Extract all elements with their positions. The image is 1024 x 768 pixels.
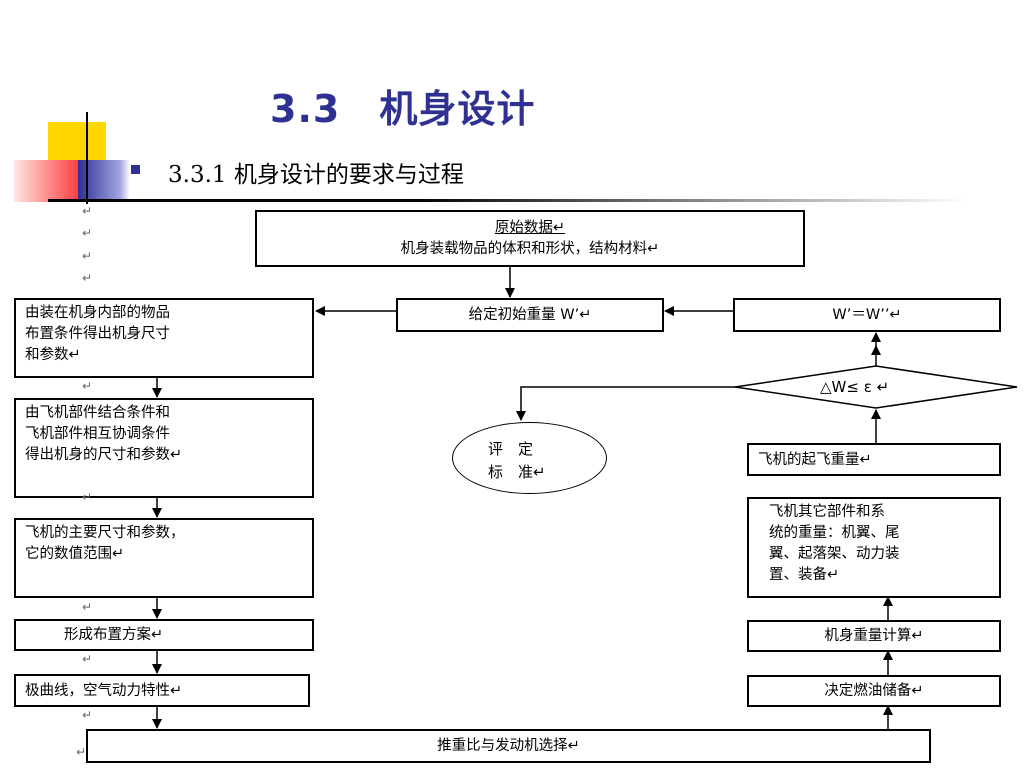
decor-vertical-line [86,112,88,204]
left-box-3: 飞机的主要尺寸和参数， 它的数值范围↵ [14,518,314,598]
left-box-5-label: 极曲线，空气动力特性↵ [25,683,183,699]
bottom-box-label: 推重比与发动机选择↵ [437,737,580,754]
right-box-2-label: 机身重量计算↵ [824,627,924,644]
weight-equal-box: W’＝W’’↵ [733,298,1001,332]
left-box-1-line: 布置条件得出机身尺寸 [25,326,170,342]
left-box-4-label: 形成布置方案↵ [64,627,164,643]
paragraph-mark: ↵ [82,490,93,504]
right-box-1-line: 置、装备↵ [769,567,840,583]
right-box-1-line: 飞机其它部件和系 [769,504,885,520]
decor-red-square [14,160,78,202]
left-box-2: 由飞机部件结合条件和 飞机部件相互协调条件 得出机身的尺寸和参数↵ [14,398,314,498]
original-data-desc: 机身装载物品的体积和形状，结构材料↵ [400,240,660,257]
left-box-3-line: 飞机的主要尺寸和参数， [25,525,185,541]
paragraph-mark: ↵ [82,226,93,240]
left-box-2-line: 由飞机部件结合条件和 [25,405,170,421]
paragraph-mark: ↵ [82,379,93,393]
left-box-2-line: 飞机部件相互协调条件 [25,426,170,442]
slide-title: 3.3 机身设计 [270,87,536,131]
evaluate-ellipse [452,422,607,494]
left-box-1-line: 和参数↵ [25,347,81,363]
left-box-1-line: 由装在机身内部的物品 [25,305,170,321]
initial-weight-box: 给定初始重量 W’↵ [396,298,664,332]
paragraph-mark: ↵ [82,652,93,666]
right-box-2: 机身重量计算↵ [747,620,1001,652]
left-box-3-line: 它的数值范围↵ [25,546,125,562]
evaluate-line2: 标 准↵ [488,463,546,481]
decor-horizontal-line [48,199,968,202]
left-box-4: 形成布置方案↵ [14,619,314,651]
paragraph-mark: ↵ [82,708,93,722]
initial-weight-label: 给定初始重量 W’↵ [468,306,592,323]
right-box-1-line: 翼、起落架、动力装 [769,546,900,562]
paragraph-mark: ↵ [82,204,93,218]
takeoff-weight-label: 飞机的起飞重量↵ [758,452,872,468]
left-box-1: 由装在机身内部的物品 布置条件得出机身尺寸 和参数↵ [14,298,314,378]
original-data-title: 原始数据↵ [494,219,566,236]
right-box-1: 飞机其它部件和系 统的重量：机翼、尾 翼、起落架、动力装 置、装备↵ [747,497,1001,598]
left-box-2-line: 得出机身的尺寸和参数↵ [25,447,183,463]
bottom-box: 推重比与发动机选择↵ [86,729,931,763]
evaluate-line1: 评 定 [488,440,534,458]
paragraph-mark: ↵ [76,745,87,759]
bullet-icon [131,165,140,174]
right-box-3-label: 决定燃油储备↵ [824,682,924,699]
right-box-3: 决定燃油储备↵ [747,675,1001,707]
slide-subtitle: 3.3.1 机身设计的要求与过程 [168,162,464,188]
paragraph-mark: ↵ [82,271,93,285]
paragraph-mark: ↵ [82,249,93,263]
right-box-1-line: 统的重量：机翼、尾 [769,525,900,541]
left-box-5: 极曲线，空气动力特性↵ [14,674,310,707]
original-data-box: 原始数据↵ 机身装载物品的体积和形状，结构材料↵ [255,210,805,267]
weight-equal-label: W’＝W’’↵ [832,306,902,323]
takeoff-weight-box: 飞机的起飞重量↵ [747,443,1001,476]
delta-check-label: △W≤ ε ↵ [820,378,890,396]
paragraph-mark: ↵ [82,600,93,614]
